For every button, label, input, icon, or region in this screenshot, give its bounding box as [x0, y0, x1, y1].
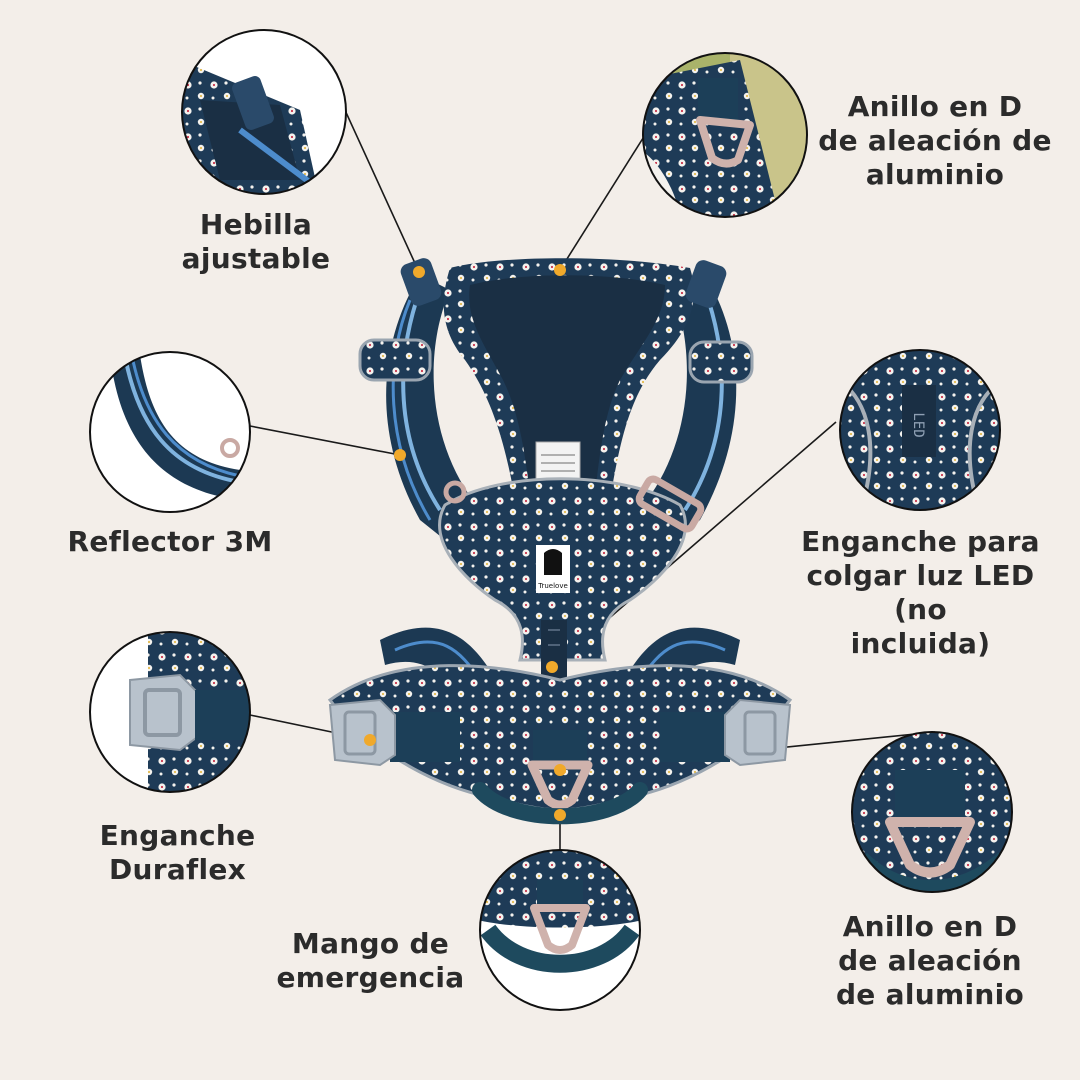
label-hebilla-ajustable: Hebilla ajustable [181, 208, 331, 275]
zoom-circle-anillo-top [642, 52, 808, 218]
callout-markers [364, 264, 566, 821]
label-enganche-led: Enganche para colgar luz LED (no incluid… [801, 525, 1040, 660]
zoom-circle-hebilla [181, 29, 347, 195]
harness: Truelove [327, 258, 793, 825]
zoom-circle-duraflex [89, 631, 251, 793]
zoom-circle-reflector [89, 351, 251, 513]
zoom-circle-mango [479, 849, 641, 1011]
label-mango-emergencia: Mango de emergencia [276, 927, 465, 994]
led-tag-label: LED [910, 412, 926, 437]
zoom-circle-anillo-bottom [851, 731, 1013, 893]
label-enganche-duraflex: Enganche Duraflex [99, 819, 256, 886]
label-anillo-d-bottom: Anillo en D de aleación de aluminio [835, 910, 1025, 1011]
zoom-circle-led: LED [839, 349, 1001, 511]
label-reflector-3m: Reflector 3M [67, 525, 273, 558]
brand-tag-label: Truelove [537, 582, 568, 590]
label-anillo-d-top: Anillo en D de aleación de aluminio [818, 90, 1052, 191]
